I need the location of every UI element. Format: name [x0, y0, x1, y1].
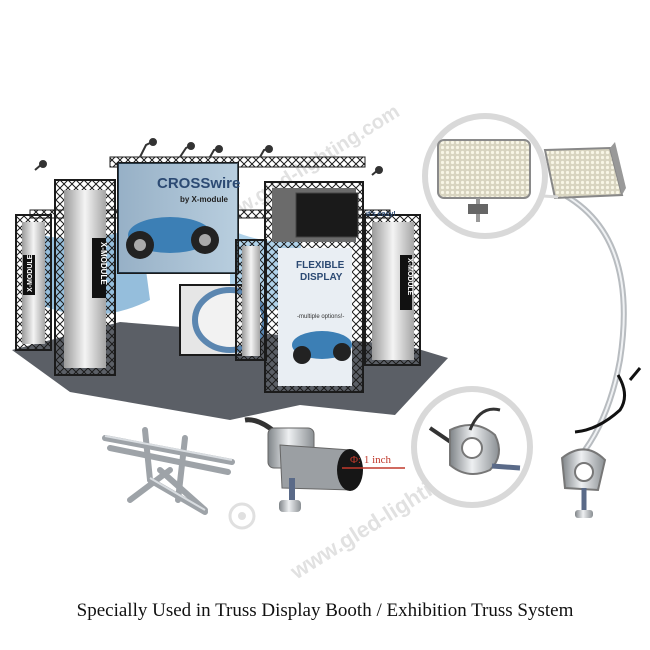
truss-booth: CROSSwire by X-module X-MODULE X-MODULE [12, 138, 448, 420]
pillar-brand-mirror: X-MODULE [27, 254, 34, 292]
flex-display-line1: FLEXIBLE [296, 260, 345, 271]
far-left-pillar: X-MODULE [15, 214, 52, 351]
flexible-display-tower: FLEXIBLE DISPLAY -multiple options!- [264, 181, 364, 393]
right-pillar: X-MODULE it's easy! [364, 211, 421, 366]
pillar-brand-right: X-MODULE [406, 258, 413, 296]
watermark-logo-icon [228, 502, 256, 530]
diameter-label: Φ: 1 inch [350, 454, 392, 466]
truss-segment [102, 427, 235, 515]
flex-display-line2: DISPLAY [300, 272, 343, 283]
corner-sign: it's easy! [366, 211, 396, 218]
flex-display-sub: -multiple options!- [297, 314, 344, 320]
clamp-detail-zoom [411, 386, 533, 508]
pipe-clamp: Φ: 1 inch [244, 417, 405, 512]
pillar-brand-left: X-MODULE [99, 242, 108, 285]
led-detail-zoom [422, 113, 548, 239]
crosswire-banner: CROSSwire by X-module [117, 162, 240, 274]
banner-title: CROSSwire [157, 175, 240, 192]
banner-subtitle: by X-module [180, 195, 229, 204]
caption: Specially Used in Truss Display Booth / … [76, 600, 574, 621]
led-gooseneck-light [543, 142, 642, 518]
left-pillar: X-MODULE [54, 179, 116, 376]
led-panel [543, 146, 624, 200]
